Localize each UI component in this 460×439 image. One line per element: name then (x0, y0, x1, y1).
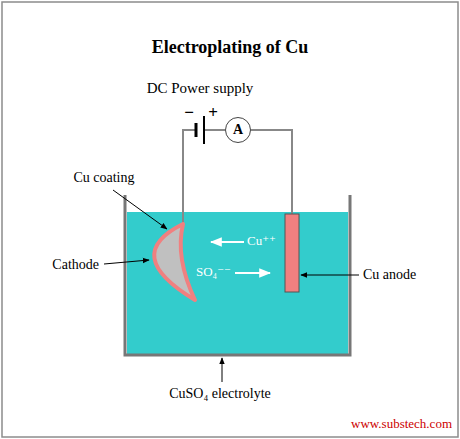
part-label: Cu coating (73, 170, 134, 187)
part-label: CuSO₄ electrolyte (169, 386, 271, 403)
leader-line (104, 260, 149, 264)
part-label: Cu anode (363, 267, 416, 284)
leader-line (222, 358, 223, 382)
electrolyte (127, 212, 348, 354)
anode (285, 214, 299, 292)
title: Electroplating of Cu (152, 37, 309, 59)
battery-plate (195, 123, 198, 137)
polarity-sign: + (208, 103, 218, 123)
watermark: www.substech.com (351, 416, 452, 432)
wire (204, 129, 225, 131)
battery-plate (203, 116, 205, 144)
power-supply-label: DC Power supply (147, 79, 254, 97)
ion-label: Cu⁺⁺ (247, 233, 276, 249)
ammeter-circle: A (225, 117, 251, 143)
ion-arrow (235, 272, 270, 274)
wire (251, 130, 292, 214)
ion-arrow (211, 241, 244, 243)
polarity-sign: − (184, 103, 194, 123)
leader-line (301, 275, 359, 276)
wire (183, 130, 196, 226)
meter-letter: A (233, 123, 243, 137)
part-label: Cathode (52, 257, 99, 274)
ion-label: SO₄⁻⁻ (196, 264, 231, 280)
cathode (154, 224, 195, 300)
leader-line (113, 190, 167, 229)
